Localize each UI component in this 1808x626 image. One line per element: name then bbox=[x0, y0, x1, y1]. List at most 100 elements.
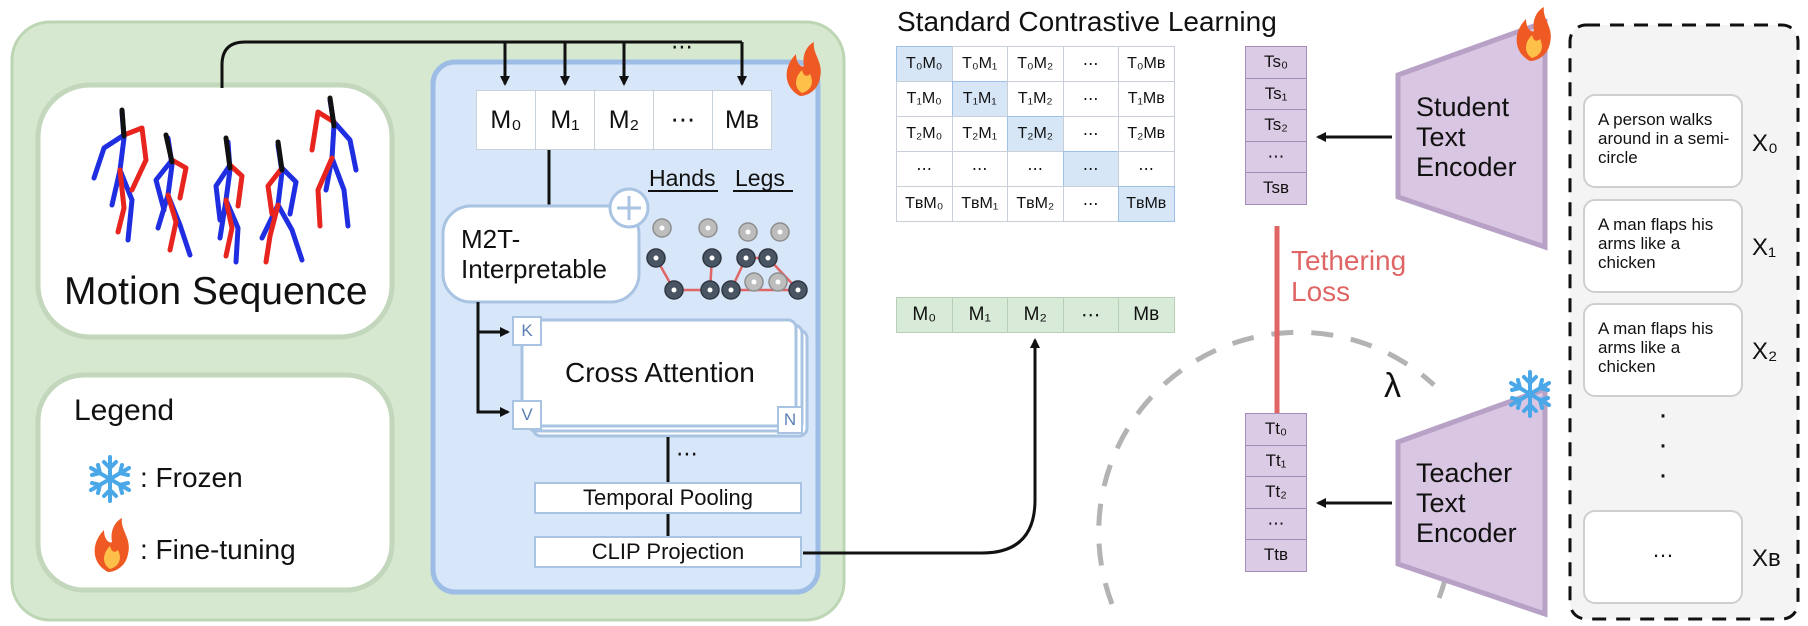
motion-sequence-box bbox=[35, 82, 395, 340]
student-encoder-shape bbox=[1395, 18, 1548, 251]
matrix-cell: T₀M₂ bbox=[1007, 46, 1064, 82]
layer-ellipsis: ⋯ bbox=[676, 441, 698, 466]
matrix-cell: T₂Mʙ bbox=[1118, 116, 1175, 152]
text-item-1: A man flaps his arms like a chicken bbox=[1583, 199, 1743, 293]
matrix-cell: T₀M₀ bbox=[896, 46, 953, 82]
tethering-loss-line-2: Loss bbox=[1291, 276, 1351, 307]
student-token: Ts₂ bbox=[1245, 109, 1307, 142]
motion-token-0: M₀ bbox=[476, 90, 536, 150]
teacher-line-3: Encoder bbox=[1416, 518, 1517, 548]
matrix-cell: T₁M₁ bbox=[951, 81, 1008, 117]
motion-token-1: M₁ bbox=[535, 90, 595, 150]
layer-count-n: N bbox=[777, 406, 803, 434]
text-item-b: … bbox=[1583, 510, 1743, 604]
student-token: Tsʙ bbox=[1245, 172, 1307, 205]
motion-embedding-cell: Mʙ bbox=[1118, 297, 1175, 333]
matrix-cell: T₁Mʙ bbox=[1118, 81, 1175, 117]
matrix-cell: ⋯ bbox=[1118, 151, 1175, 187]
motion-sequence-title: Motion Sequence bbox=[64, 270, 368, 313]
teacher-line-2: Text bbox=[1416, 488, 1466, 518]
matrix-cell: T₁M₀ bbox=[896, 81, 953, 117]
motion-token-b: Mʙ bbox=[712, 90, 772, 150]
text-label-1: X₁ bbox=[1752, 234, 1777, 261]
teacher-line-1: Teacher bbox=[1416, 458, 1513, 488]
plus-icon bbox=[608, 187, 650, 229]
m2t-line-1: M2T- bbox=[461, 224, 521, 254]
matrix-cell: T₀Mʙ bbox=[1118, 46, 1175, 82]
text-item-0: A person walks around in a semi-circle bbox=[1583, 94, 1743, 188]
matrix-cell: T₂M₀ bbox=[896, 116, 953, 152]
top-ellipsis: ⋯ bbox=[671, 34, 693, 59]
m2t-interpretable-box bbox=[441, 204, 641, 304]
teacher-encoder-shape bbox=[1395, 385, 1548, 618]
skeleton-figures bbox=[91, 95, 359, 265]
teacher-encoder-label: Teacher Text Encoder bbox=[1416, 458, 1517, 548]
lambda-weight-arc bbox=[1096, 329, 1436, 605]
matrix-cell: ⋯ bbox=[1062, 116, 1119, 152]
vertical-dot-1: · bbox=[1658, 398, 1668, 431]
student-token: Ts₀ bbox=[1245, 46, 1307, 79]
matrix-cell: ⋯ bbox=[896, 151, 953, 187]
student-line-1: Student bbox=[1416, 92, 1510, 122]
matrix-cell: ⋯ bbox=[1062, 186, 1119, 222]
clip-projection-box: CLIP Projection bbox=[534, 536, 802, 568]
matrix-cell: TʙMʙ bbox=[1118, 186, 1175, 222]
motion-embedding-cell: M₀ bbox=[896, 297, 953, 333]
teacher-token: ⋯ bbox=[1245, 507, 1307, 540]
lambda-label: λ bbox=[1384, 367, 1401, 405]
fire-icon bbox=[94, 518, 129, 572]
snowflake-icon bbox=[1509, 370, 1551, 418]
m2t-line-2: Interpretable bbox=[461, 254, 607, 284]
hands-label: Hands bbox=[649, 165, 716, 191]
cross-attention-box bbox=[520, 318, 798, 428]
fire-icon bbox=[786, 42, 821, 96]
matrix-cell: TʙM₂ bbox=[1007, 186, 1064, 222]
student-line-3: Encoder bbox=[1416, 152, 1517, 182]
matrix-cell: TʙM₀ bbox=[896, 186, 953, 222]
joint-graph bbox=[646, 190, 808, 300]
text-label-0: X₀ bbox=[1752, 130, 1778, 157]
matrix-cell: ⋯ bbox=[1062, 46, 1119, 82]
text-item-2: A man flaps his arms like a chicken bbox=[1583, 303, 1743, 397]
motion-embedding-cell: M₁ bbox=[951, 297, 1008, 333]
legend-title: Legend bbox=[74, 394, 175, 427]
motion-embedding-cell: ⋯ bbox=[1062, 297, 1119, 333]
legend-finetune-label: : Fine-tuning bbox=[140, 534, 296, 565]
matrix-cell: ⋯ bbox=[1062, 81, 1119, 117]
student-line-2: Text bbox=[1416, 122, 1466, 152]
clip-to-embedding-arrow bbox=[803, 338, 1040, 555]
motion-token-ellipsis: ⋯ bbox=[653, 90, 713, 150]
motion-embedding-cell: M₂ bbox=[1007, 297, 1064, 333]
vertical-dot-2: · bbox=[1658, 428, 1668, 461]
vertical-dot-3: · bbox=[1658, 458, 1668, 491]
matrix-cell: T₁M₂ bbox=[1007, 81, 1064, 117]
fire-icon bbox=[1516, 7, 1551, 61]
legs-label: Legs bbox=[735, 165, 785, 191]
teacher-token: Tt₁ bbox=[1245, 444, 1307, 477]
motion-input-arrow bbox=[220, 40, 742, 88]
snowflake-icon bbox=[89, 455, 131, 503]
motion-token-2: M₂ bbox=[594, 90, 654, 150]
matrix-cell: T₂M₂ bbox=[1007, 116, 1064, 152]
text-label-2: X₂ bbox=[1752, 338, 1778, 365]
value-input: V bbox=[512, 400, 542, 430]
matrix-cell: T₂M₁ bbox=[951, 116, 1008, 152]
student-token: ⋯ bbox=[1245, 140, 1307, 173]
key-input: K bbox=[512, 316, 542, 346]
matrix-cell: ⋯ bbox=[1007, 151, 1064, 187]
legend-frozen-label: : Frozen bbox=[140, 462, 243, 493]
student-token: Ts₁ bbox=[1245, 77, 1307, 110]
teacher-token: Tt₀ bbox=[1245, 413, 1307, 446]
cross-attention-label: Cross Attention bbox=[565, 357, 755, 388]
text-label-b: Xʙ bbox=[1752, 545, 1781, 572]
teacher-token: Ttʙ bbox=[1245, 539, 1307, 572]
matrix-cell: T₀M₁ bbox=[951, 46, 1008, 82]
tethering-loss-line-1: Tethering bbox=[1291, 245, 1407, 276]
student-encoder-label: Student Text Encoder bbox=[1416, 92, 1517, 182]
temporal-pooling-box: Temporal Pooling bbox=[534, 482, 802, 514]
legend-box bbox=[35, 372, 395, 593]
matrix-cell: ⋯ bbox=[1062, 151, 1119, 187]
teacher-token: Tt₂ bbox=[1245, 476, 1307, 509]
contrastive-title: Standard Contrastive Learning bbox=[897, 6, 1277, 37]
matrix-cell: ⋯ bbox=[951, 151, 1008, 187]
